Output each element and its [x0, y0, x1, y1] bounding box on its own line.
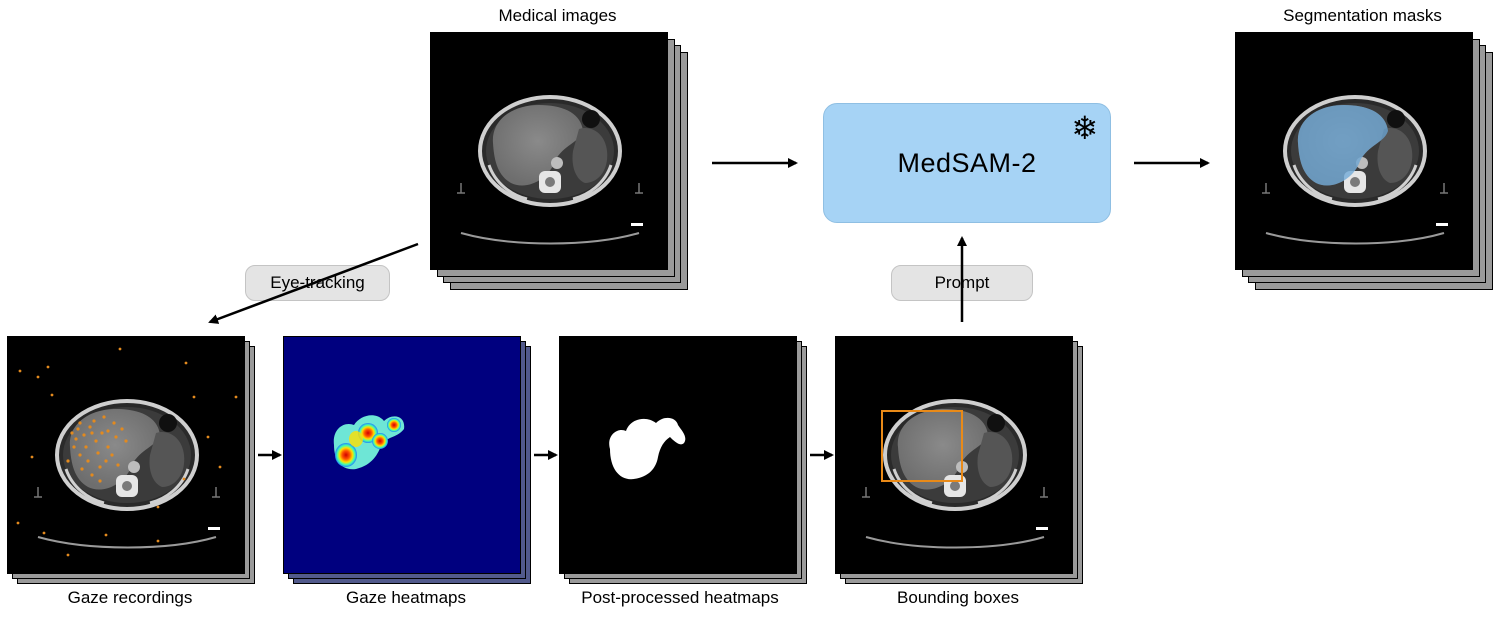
eye-tracking-pill: Eye-tracking [245, 265, 390, 301]
snowflake-icon: ❄ [1071, 110, 1098, 146]
bounding-box [881, 410, 963, 482]
bounding-boxes-label: Bounding boxes [897, 588, 1019, 607]
post-processed-heatmaps-stack [559, 336, 807, 584]
medical-images-stack [430, 32, 688, 290]
ct-image [430, 32, 668, 270]
gaze-heatmap-image [283, 336, 521, 574]
medsam2-model-box: MedSAM-2 ❄ [823, 103, 1111, 223]
segmented-ct-image [1235, 32, 1473, 270]
gaze-recordings-stack [7, 336, 255, 584]
segmentation-masks-stack [1235, 32, 1493, 290]
prompt-pill: Prompt [891, 265, 1033, 301]
gaze-recording-image [7, 336, 245, 574]
medical-images-label: Medical images [498, 6, 617, 25]
gaze-heatmaps-stack [283, 336, 531, 584]
gaze-points [16, 347, 238, 557]
bounding-box-image [835, 336, 1073, 574]
binary-mask-image [559, 336, 797, 574]
bounding-boxes-stack [835, 336, 1083, 584]
post-processed-heatmaps-label: Post-processed heatmaps [581, 588, 779, 607]
liver-mask-overlay [1297, 105, 1388, 186]
model-name: MedSAM-2 [897, 147, 1037, 178]
segmentation-masks-label: Segmentation masks [1283, 6, 1442, 25]
gaze-heatmaps-label: Gaze heatmaps [345, 588, 466, 607]
gaze-recordings-label: Gaze recordings [67, 588, 193, 607]
